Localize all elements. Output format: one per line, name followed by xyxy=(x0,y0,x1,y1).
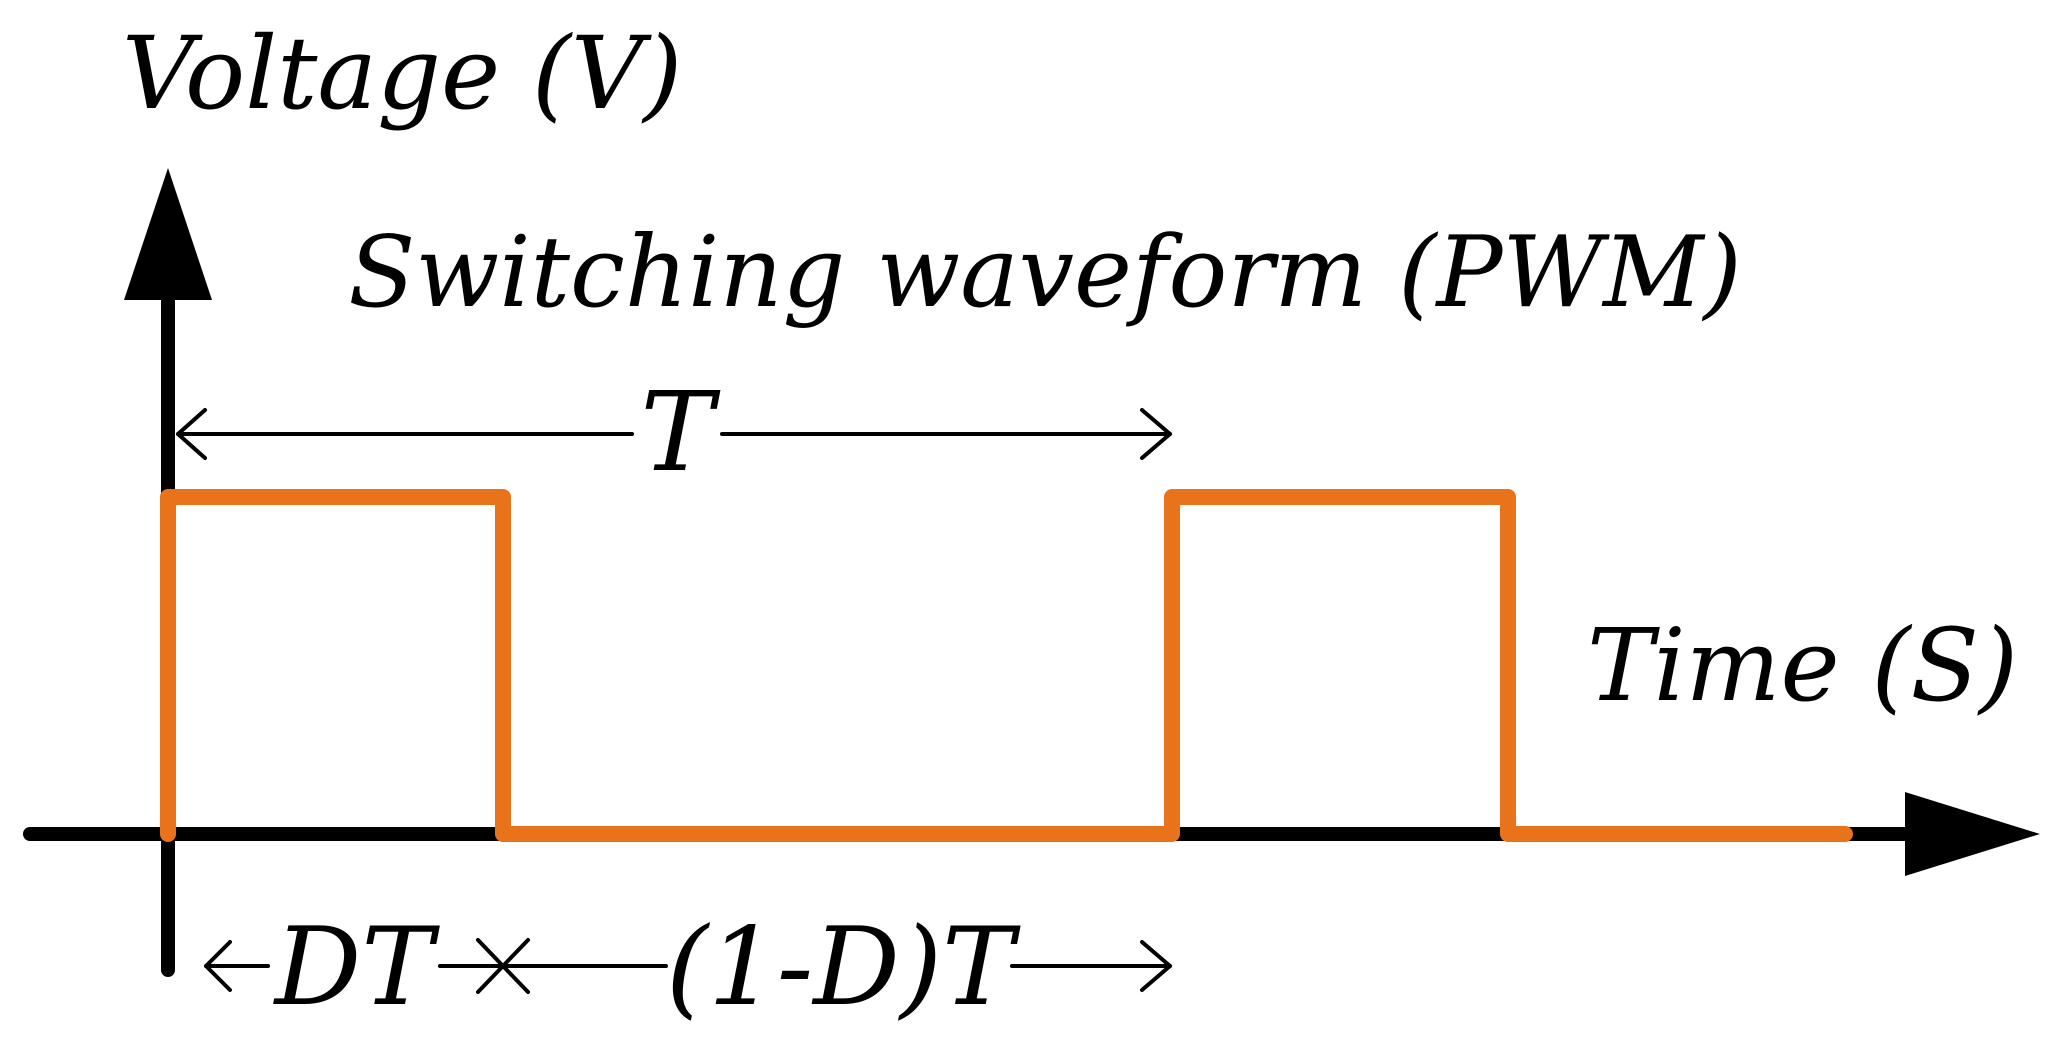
on-time-label: DT xyxy=(273,905,441,1030)
y-axis-label: Voltage (V) xyxy=(122,15,682,132)
pwm-waveform xyxy=(160,489,1853,842)
x-axis-arrowhead xyxy=(1905,792,2040,876)
duty-dimension xyxy=(204,938,1172,994)
diagram-title: Switching waveform (PWM) xyxy=(348,216,1741,330)
x-axis-label: Time (S) xyxy=(1587,607,2018,724)
period-label: T xyxy=(640,368,721,496)
y-axis-arrowhead xyxy=(124,168,212,300)
off-time-label: (1-D)T xyxy=(666,905,1021,1030)
period-dimension xyxy=(176,408,1172,460)
